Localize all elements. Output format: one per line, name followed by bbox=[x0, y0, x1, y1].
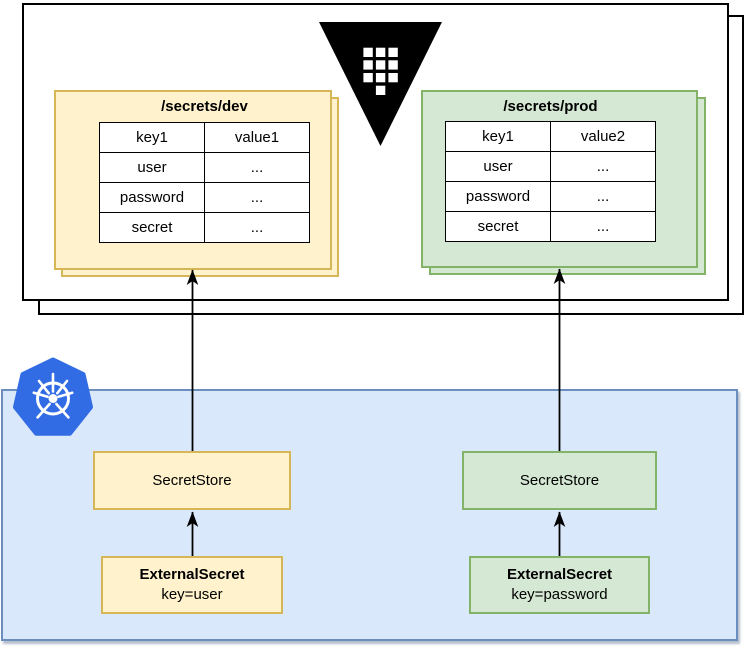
table-row: password ... bbox=[445, 181, 656, 212]
table-cell: ... bbox=[550, 151, 656, 182]
table-row: secret ... bbox=[99, 212, 310, 243]
table-cell: ... bbox=[550, 211, 656, 242]
secrets-prod-title: /secrets/prod bbox=[503, 98, 598, 115]
table-row: key1 value1 bbox=[99, 122, 310, 153]
table-cell: ... bbox=[204, 152, 310, 183]
secrets-dev-table: key1 value1 user ... password ... secret… bbox=[99, 122, 310, 243]
table-cell: value1 bbox=[204, 122, 310, 153]
table-row: password ... bbox=[99, 182, 310, 213]
table-row: secret ... bbox=[445, 211, 656, 242]
table-cell: value2 bbox=[550, 121, 656, 152]
external-secret-prod-node: ExternalSecret key=password bbox=[469, 556, 650, 614]
table-cell: ... bbox=[550, 181, 656, 212]
table-row: user ... bbox=[99, 152, 310, 183]
external-secret-dev-key: key=user bbox=[161, 586, 223, 603]
table-cell: secret bbox=[445, 211, 551, 242]
table-cell: password bbox=[445, 181, 551, 212]
external-secret-dev-title: ExternalSecret bbox=[139, 566, 245, 583]
table-cell: key1 bbox=[445, 121, 551, 152]
secret-store-prod-label: SecretStore bbox=[519, 471, 600, 489]
table-cell: secret bbox=[99, 212, 205, 243]
secrets-dev-card: /secrets/dev key1 value1 user ... passwo… bbox=[54, 90, 332, 270]
external-secret-prod-key: key=password bbox=[511, 586, 608, 603]
secrets-prod-card: /secrets/prod key1 value2 user ... passw… bbox=[421, 90, 698, 268]
table-row: key1 value2 bbox=[445, 121, 656, 152]
table-cell: key1 bbox=[99, 122, 205, 153]
table-cell: password bbox=[99, 182, 205, 213]
table-cell: ... bbox=[204, 182, 310, 213]
table-cell: user bbox=[445, 151, 551, 182]
secrets-prod-table: key1 value2 user ... password ... secret… bbox=[445, 121, 656, 242]
table-cell: user bbox=[99, 152, 205, 183]
table-cell: ... bbox=[204, 212, 310, 243]
secret-store-prod-node: SecretStore bbox=[462, 451, 657, 510]
external-secret-prod-title: ExternalSecret bbox=[506, 566, 613, 583]
secret-store-dev-label: SecretStore bbox=[152, 471, 232, 489]
external-secret-dev-node: ExternalSecret key=user bbox=[101, 556, 283, 614]
secrets-dev-title: /secrets/dev bbox=[161, 98, 248, 115]
secret-store-dev-node: SecretStore bbox=[93, 451, 291, 510]
table-row: user ... bbox=[445, 151, 656, 182]
